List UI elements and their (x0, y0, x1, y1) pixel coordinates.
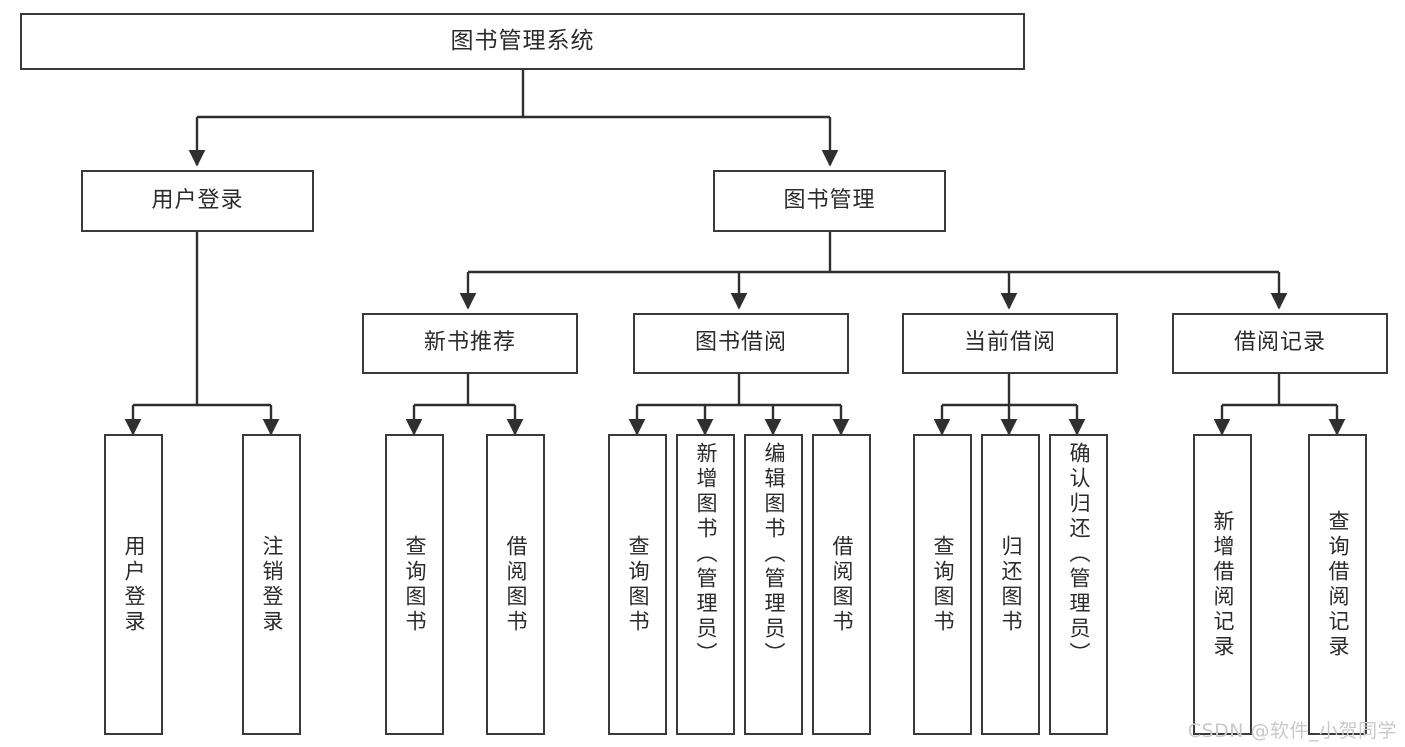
node-label: 图书管理系统 (450, 28, 595, 55)
node-leaf-user-login[interactable]: 用户登录 (104, 434, 163, 735)
node-current-borrow[interactable]: 当前借阅 (902, 313, 1118, 374)
node-label: 图书管理 (783, 187, 876, 213)
node-label: 当前借阅 (963, 330, 1056, 356)
node-leaf-query-borrow-record[interactable]: 查询借阅记录 (1308, 434, 1367, 735)
node-label: 借阅图书 (504, 534, 528, 635)
node-label: 新书推荐 (423, 330, 516, 356)
node-label: 查询图书 (626, 534, 650, 635)
node-label: 归还图书 (999, 534, 1023, 635)
node-label: 用户登录 (151, 187, 244, 213)
node-label: 借阅图书 (830, 534, 854, 635)
node-leaf-borrow-book-recommend[interactable]: 借阅图书 (486, 434, 545, 735)
node-book-borrow[interactable]: 图书借阅 (633, 313, 849, 374)
node-label: 新增图书（管理员） (694, 442, 718, 667)
node-leaf-logout-login[interactable]: 注销登录 (242, 434, 301, 735)
node-label: 查询图书 (403, 534, 427, 635)
node-leaf-edit-book-admin[interactable]: 编辑图书（管理员） (744, 434, 803, 735)
watermark-text: CSDN @软件_小贺同学 (1187, 720, 1397, 742)
node-leaf-borrow-book-borrow[interactable]: 借阅图书 (812, 434, 871, 735)
node-label: 新增借阅记录 (1211, 509, 1235, 660)
node-leaf-add-borrow-record[interactable]: 新增借阅记录 (1193, 434, 1252, 735)
node-book-manage[interactable]: 图书管理 (713, 170, 946, 232)
node-leaf-confirm-return-admin[interactable]: 确认归还（管理员） (1049, 434, 1108, 735)
node-borrow-record[interactable]: 借阅记录 (1172, 313, 1388, 374)
node-label: 确认归还（管理员） (1067, 442, 1091, 667)
node-new-book-recommend[interactable]: 新书推荐 (362, 313, 578, 374)
node-label: 图书借阅 (694, 330, 787, 356)
node-label: 查询图书 (931, 534, 955, 635)
node-leaf-return-book[interactable]: 归还图书 (981, 434, 1040, 735)
node-label: 查询借阅记录 (1326, 509, 1350, 660)
node-leaf-add-book-admin[interactable]: 新增图书（管理员） (676, 434, 735, 735)
node-leaf-query-book-recommend[interactable]: 查询图书 (385, 434, 444, 735)
node-leaf-query-book-current[interactable]: 查询图书 (913, 434, 972, 735)
node-label: 借阅记录 (1233, 330, 1326, 356)
node-root-system[interactable]: 图书管理系统 (20, 13, 1025, 70)
node-label: 用户登录 (122, 534, 146, 635)
node-label: 编辑图书（管理员） (762, 442, 786, 667)
node-leaf-query-book-borrow[interactable]: 查询图书 (608, 434, 667, 735)
node-user-login[interactable]: 用户登录 (81, 170, 314, 232)
node-label: 注销登录 (260, 534, 284, 635)
